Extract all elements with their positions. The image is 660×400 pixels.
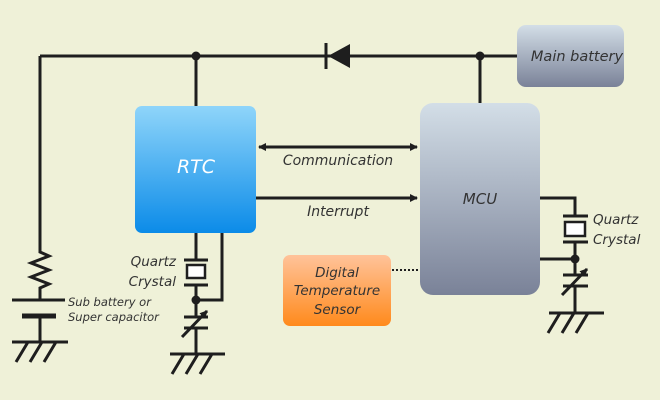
- quartz-crystal-icon: [185, 263, 207, 280]
- variable-capacitor-icon: [180, 309, 209, 339]
- sub-battery-label-line2: Super capacitor: [68, 310, 160, 324]
- communication-label: Communication: [283, 153, 393, 169]
- interrupt-label: Interrupt: [307, 204, 369, 220]
- variable-capacitor-icon: [560, 267, 589, 297]
- mcu-crystal-circuit: Quartz Crystal: [540, 196, 641, 334]
- sensor-label-line2: Temperature: [294, 283, 380, 299]
- power-rail: [40, 51, 517, 106]
- sensor-label-line1: Digital: [315, 265, 359, 281]
- main-battery-label: Main battery: [531, 49, 624, 65]
- rtc-label: RTC: [177, 156, 216, 178]
- rtc-crystal-label-line2: Crystal: [129, 274, 177, 290]
- main-battery-block: Main battery: [517, 25, 624, 87]
- sub-battery-label-line1: Sub battery or: [68, 295, 152, 309]
- junction-dot: [475, 51, 485, 61]
- rtc-crystal-circuit: Quartz Crystal: [129, 233, 225, 375]
- communication-signal: Communication: [258, 143, 418, 169]
- sensor-label-line3: Sensor: [314, 302, 362, 318]
- temperature-sensor-block: Digital Temperature Sensor: [283, 255, 419, 326]
- mcu-label: MCU: [463, 190, 497, 208]
- interrupt-signal: Interrupt: [256, 194, 418, 220]
- junction-dot: [191, 51, 201, 61]
- mcu-crystal-label-line2: Crystal: [593, 232, 641, 248]
- rtc-block: RTC: [135, 106, 256, 233]
- rtc-crystal-label-line1: Quartz: [131, 254, 177, 270]
- mcu-block: MCU: [420, 103, 540, 295]
- mcu-crystal-label-line1: Quartz: [593, 212, 639, 228]
- diode-icon: [324, 43, 350, 69]
- sub-battery-branch: Sub battery or Super capacitor: [12, 56, 160, 363]
- quartz-crystal-icon: [563, 220, 587, 238]
